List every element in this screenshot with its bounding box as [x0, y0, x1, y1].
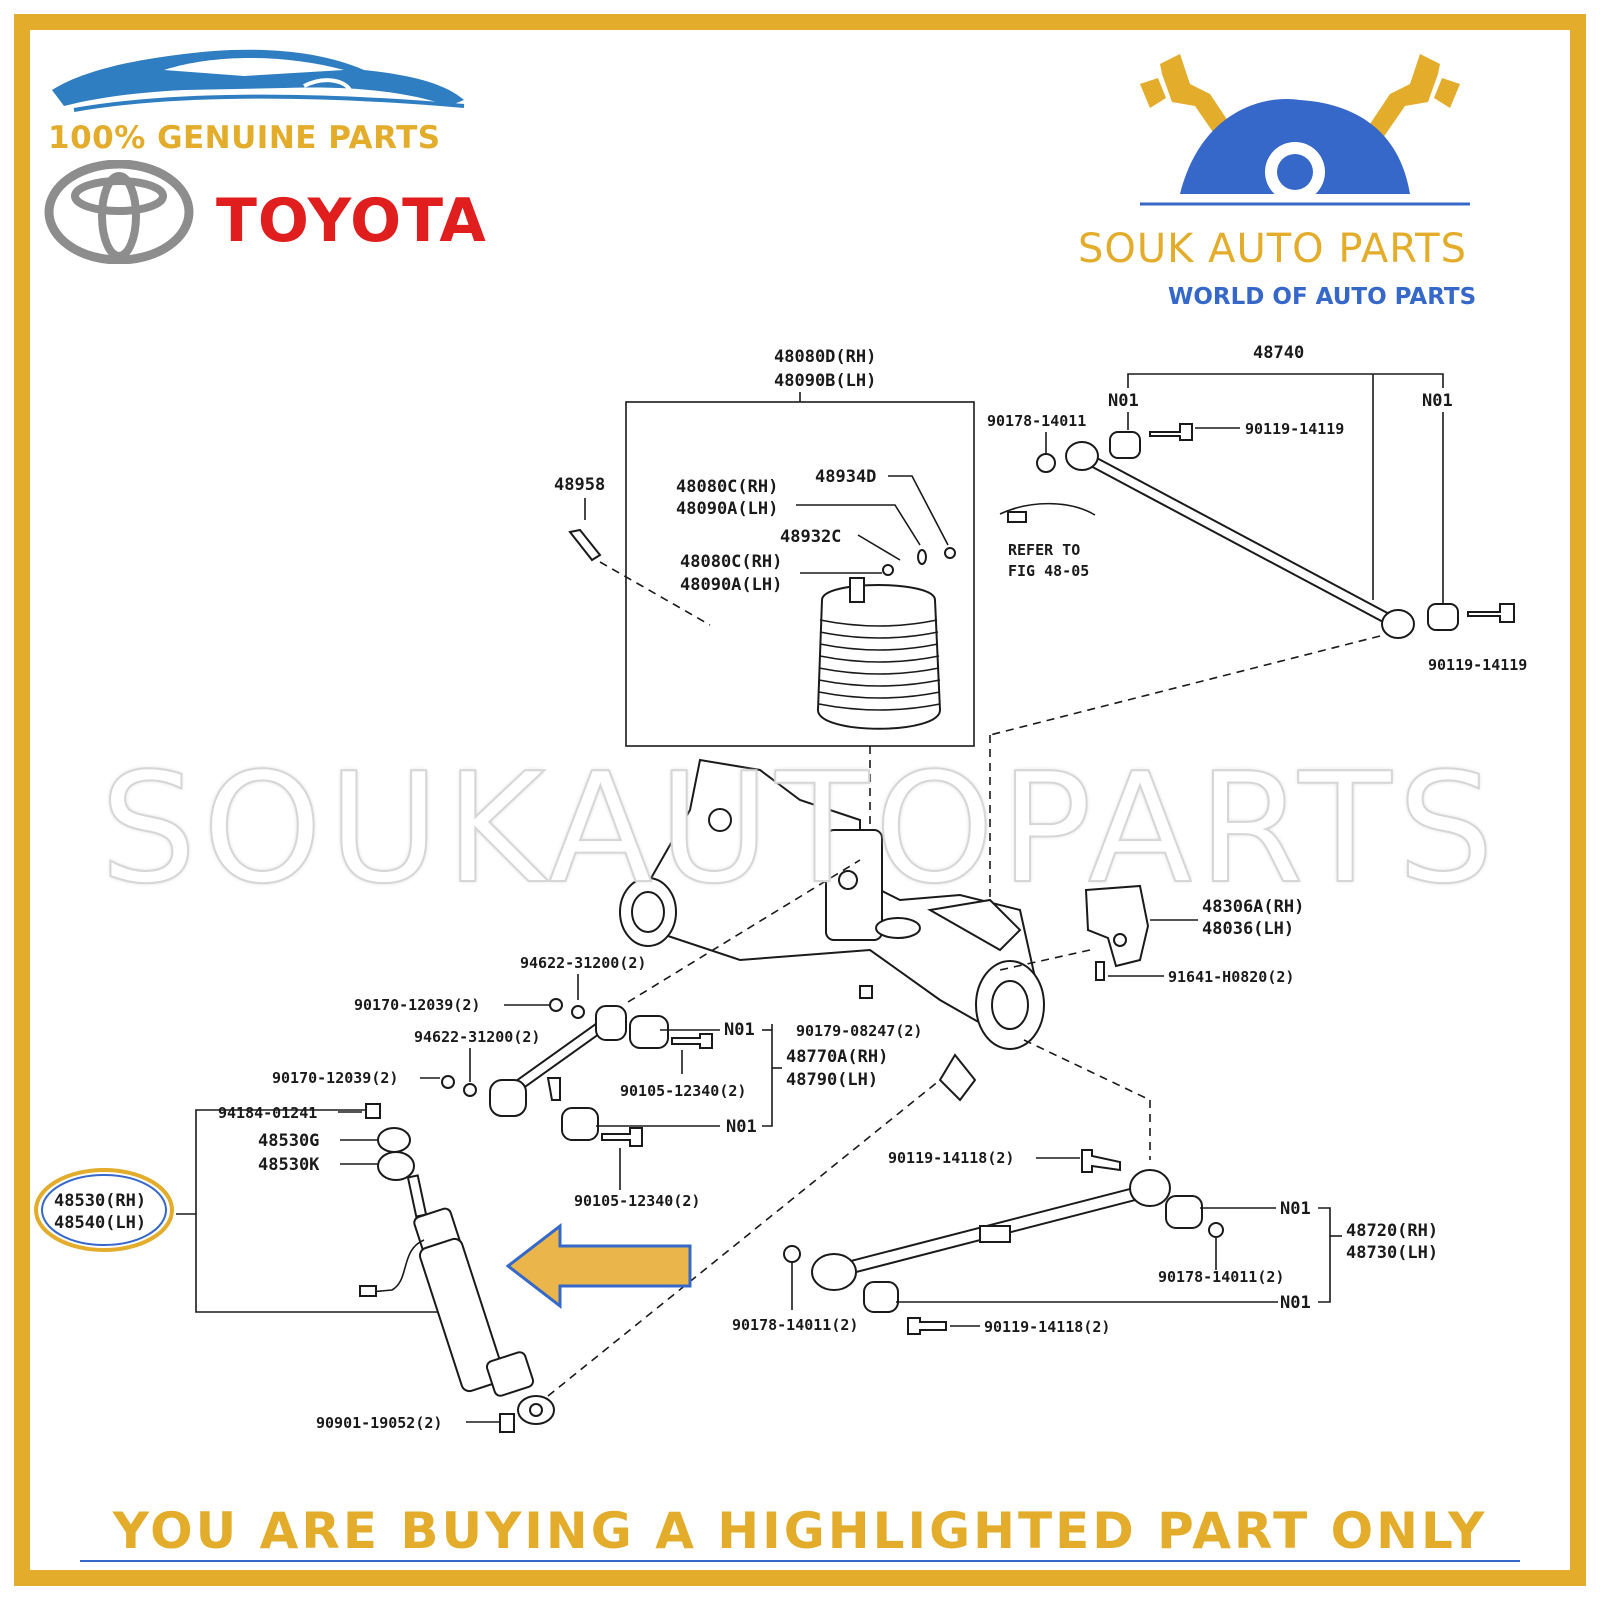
lower-arm-icon — [811, 1169, 1171, 1291]
highlight-arrow-icon — [505, 1222, 692, 1310]
lateral-rod-icon — [1065, 431, 1459, 639]
label-48306a: 48306A(RH) — [1202, 897, 1304, 917]
nut-90178-icon — [1036, 453, 1056, 473]
label-n01-b: N01 — [1422, 391, 1453, 411]
label-94622-b: 94622-31200(2) — [414, 1028, 540, 1046]
highlight-notice: YOU ARE BUYING A HIGHLIGHTED PART ONLY — [112, 1502, 1488, 1560]
label-48740: 48740 — [1253, 343, 1304, 363]
highlighted-part-lh: 48540(LH) — [54, 1213, 146, 1233]
label-48530g: 48530G — [258, 1131, 319, 1151]
air-spring-icon — [816, 577, 942, 730]
label-48090b: 48090B(LH) — [774, 371, 876, 391]
watermark-text: SOUKAUTOPARTS — [99, 739, 1500, 918]
bolt-90105-b-icon — [601, 1127, 643, 1147]
label-94622-a: 94622-31200(2) — [520, 954, 646, 972]
label-48530k: 48530K — [258, 1155, 320, 1175]
label-48080c-b: 48080C(RH) — [680, 552, 782, 572]
label-48036: 48036(LH) — [1202, 919, 1294, 939]
label-n01-e: N01 — [1280, 1199, 1311, 1219]
label-48958: 48958 — [554, 475, 605, 495]
car-logo-icon — [52, 49, 465, 112]
label-91641: 91641-H0820(2) — [1168, 968, 1294, 986]
highlight-ring — [34, 1168, 174, 1252]
bolt-91641-icon — [1095, 961, 1105, 981]
label-90901: 90901-19052(2) — [316, 1414, 442, 1432]
souk-name-text: SOUK AUTO PARTS — [1078, 226, 1468, 272]
label-90170-a: 90170-12039(2) — [354, 996, 480, 1014]
label-90170-b: 90170-12039(2) — [272, 1069, 398, 1087]
bushing-icon — [561, 1107, 599, 1141]
label-fig-48-05: FIG 48-05 — [1008, 562, 1089, 580]
label-90105-a: 90105-12340(2) — [620, 1082, 746, 1100]
label-90178-top: 90178-14011 — [987, 412, 1086, 430]
label-48730: 48730(LH) — [1346, 1243, 1438, 1263]
label-n01-d: N01 — [726, 1117, 757, 1137]
label-48080c-a: 48080C(RH) — [676, 477, 778, 497]
bracket-48958-icon — [568, 528, 602, 562]
rear-axle-housing-icon — [619, 758, 1045, 1102]
label-90178-b: 90178-14011(2) — [1158, 1268, 1284, 1286]
label-90119-118-b: 90119-14118(2) — [984, 1318, 1110, 1336]
label-n01-a: N01 — [1108, 391, 1139, 411]
genuine-parts-text: 100% GENUINE PARTS — [48, 120, 441, 156]
label-48934d: 48934D — [815, 467, 876, 487]
label-n01-c: N01 — [724, 1020, 755, 1040]
highlighted-part-rh: 48530(RH) — [54, 1191, 146, 1211]
label-48790: 48790(LH) — [786, 1070, 878, 1090]
souk-tagline-text: WORLD OF AUTO PARTS — [1168, 284, 1477, 310]
bracket-48306a-icon — [1084, 884, 1150, 968]
bolt-90119-icon — [1149, 423, 1193, 441]
bottom-divider — [80, 1560, 1520, 1562]
label-90179: 90179-08247(2) — [796, 1022, 922, 1040]
bolt-90119-right-icon — [1467, 603, 1515, 623]
label-48090a-b: 48090A(LH) — [680, 575, 782, 595]
shock-absorber-icon — [359, 1174, 555, 1425]
souk-logo-icon — [1140, 54, 1470, 206]
label-48932c: 48932C — [780, 527, 841, 547]
toyota-brand-text: TOYOTA — [216, 186, 487, 256]
label-48080d: 48080D(RH) — [774, 347, 876, 367]
label-48720: 48720(RH) — [1346, 1221, 1438, 1241]
upper-arm-icon — [489, 1005, 627, 1117]
label-48770a: 48770A(RH) — [786, 1047, 888, 1067]
label-90105-b: 90105-12340(2) — [574, 1192, 700, 1210]
bolt-90105-a-icon — [671, 1033, 713, 1049]
label-90119-118-a: 90119-14118(2) — [888, 1149, 1014, 1167]
label-48090a-a: 48090A(LH) — [676, 499, 778, 519]
label-refer-to: REFER TO — [1008, 541, 1080, 559]
toyota-emblem-icon — [44, 160, 194, 264]
label-n01-f: N01 — [1280, 1293, 1311, 1313]
label-90178-c: 90178-14011(2) — [732, 1316, 858, 1334]
label-90119-top: 90119-14119 — [1245, 420, 1344, 438]
label-90119-right: 90119-14119 — [1428, 656, 1527, 674]
label-94184: 94184-01241 — [218, 1104, 317, 1122]
